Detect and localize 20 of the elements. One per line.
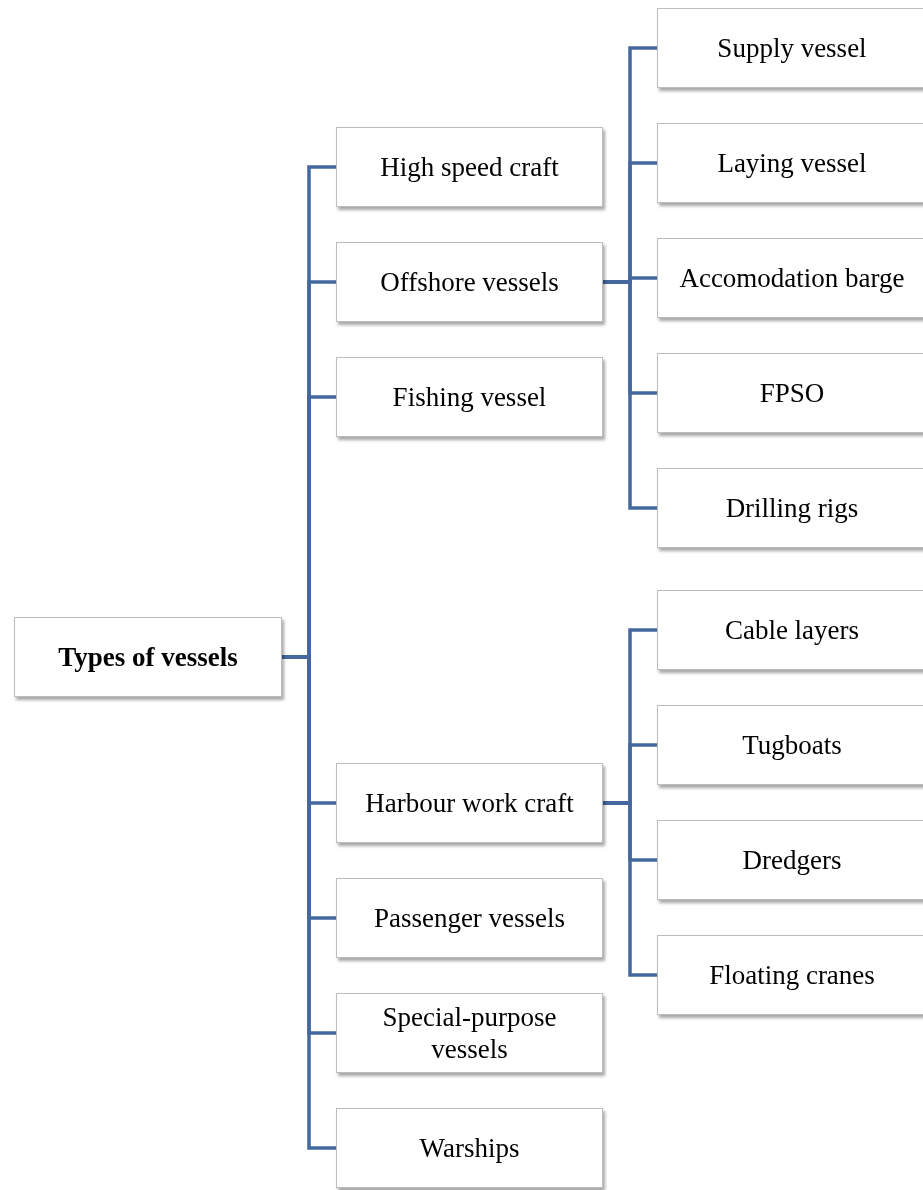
category-box: Warships bbox=[336, 1108, 603, 1188]
category-box: Types of vessels bbox=[14, 617, 282, 697]
category-box: Special-purpose vessels bbox=[336, 993, 603, 1073]
category-box: Harbour work craft bbox=[336, 763, 603, 843]
category-box: Dredgers bbox=[657, 820, 923, 900]
connector-line bbox=[282, 655, 336, 1150]
category-box: Cable layers bbox=[657, 590, 923, 670]
category-box: Fishing vessel bbox=[336, 357, 603, 437]
category-box: Laying vessel bbox=[657, 123, 923, 203]
connector-line bbox=[603, 801, 657, 977]
category-box: Tugboats bbox=[657, 705, 923, 785]
category-box: Offshore vessels bbox=[336, 242, 603, 322]
category-box: Passenger vessels bbox=[336, 878, 603, 958]
category-box: Supply vessel bbox=[657, 8, 923, 88]
category-box: High speed craft bbox=[336, 127, 603, 207]
category-box: Floating cranes bbox=[657, 935, 923, 1015]
connector-line bbox=[603, 280, 657, 510]
category-box: FPSO bbox=[657, 353, 923, 433]
category-box: Drilling rigs bbox=[657, 468, 923, 548]
category-box: Accomodation barge bbox=[657, 238, 923, 318]
